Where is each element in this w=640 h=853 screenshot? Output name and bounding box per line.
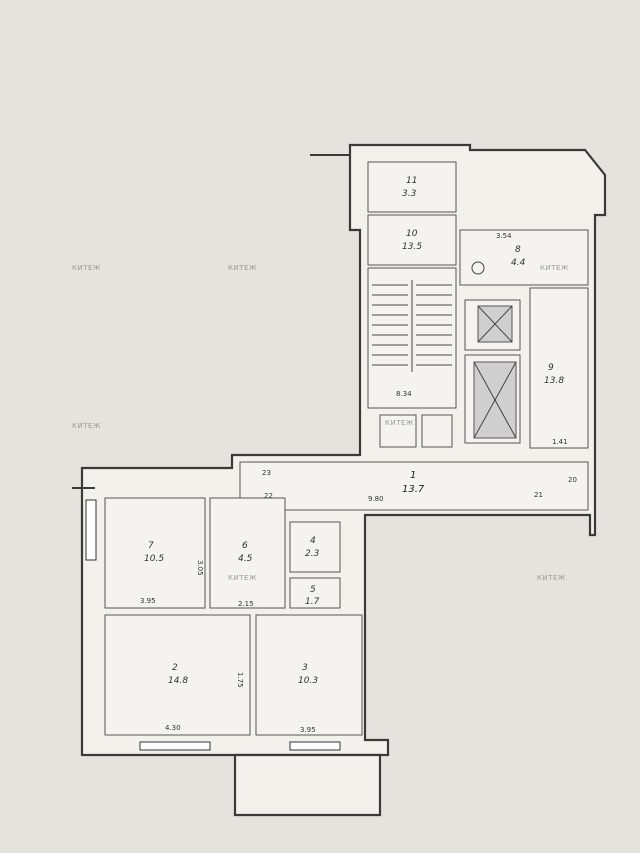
watermark: КИТЕЖ [385,419,414,427]
dim-label: 22 [264,492,273,500]
window [139,741,211,751]
room-2 [104,614,251,736]
watermark: КИТЕЖ [72,422,101,430]
watermark: КИТЕЖ [228,264,257,272]
room-2-area: 14.8 [168,676,188,686]
room-8 [459,229,589,286]
room-9-number: 9 [548,363,554,373]
utility-cell [421,414,453,448]
room-10-area: 13.5 [402,242,422,252]
room-7-area: 10.5 [144,554,164,564]
dim-label: 21 [534,491,543,499]
dim-label: 3.95 [140,597,156,605]
balcony-outline [233,753,382,817]
dim-label: 1.75 [236,672,244,688]
stair-treads [372,280,452,372]
room-11-area: 3.3 [402,189,417,199]
watermark: КИТЕЖ [537,574,566,582]
room-11 [367,161,457,213]
room-2-number: 2 [172,663,178,673]
window [289,741,341,751]
room-10-number: 10 [406,229,418,239]
north-block [367,161,589,449]
watermark: КИТЕЖ [228,574,257,582]
room-7 [104,497,206,609]
room-7-number: 7 [148,541,154,551]
room-6-area: 4.5 [238,554,253,564]
dim-label: 4.30 [165,724,181,732]
room-10 [367,214,457,266]
fixture-circle [471,261,485,275]
room-4 [289,521,341,573]
room-9-area: 13.8 [544,376,564,386]
room-4-area: 2.3 [305,549,320,559]
room-1-area: 13.7 [402,484,425,495]
corridor-room-1 [239,461,589,511]
dim-label: 23 [262,469,271,477]
room-3-number: 3 [302,663,308,673]
dim-label: 8.34 [396,390,412,398]
room-labels: 11 3.3 10 13.5 8 4.4 9 13.8 1 13.7 7 10.… [144,176,564,686]
room-5-area: 1.7 [305,597,320,607]
room-8-number: 8 [515,245,521,255]
room-3 [255,614,363,736]
elevator-cross [473,361,517,439]
room-4-number: 4 [310,536,316,546]
room-1-number: 1 [410,470,416,481]
watermark: КИТЕЖ [72,264,101,272]
dim-label: 3.05 [196,560,204,576]
dim-label: 3.54 [496,232,512,240]
dim-label: 2.15 [238,600,254,608]
room-5 [289,577,341,609]
room-6 [209,497,286,609]
watermarks: КИТЕЖ КИТЕЖ КИТЕЖ КИТЕЖ КИТЕЖ КИТЕЖ КИТЕ… [72,264,569,582]
elevator-cross [477,305,513,343]
utility-cell [379,414,417,448]
dim-label: 1.41 [552,438,568,446]
room-6-number: 6 [242,541,248,551]
window [85,499,97,561]
room-8-area: 4.4 [511,258,526,268]
dim-label: 20 [568,476,577,484]
dim-label: 9.80 [368,495,384,503]
watermark: КИТЕЖ [540,264,569,272]
room-9 [529,287,589,449]
room-11-number: 11 [406,176,417,186]
room-5-number: 5 [310,585,316,595]
dim-label: 3.95 [300,726,316,734]
room-3-area: 10.3 [298,676,318,686]
dimension-labels: 3.95 2.15 4.30 3.95 8.34 3.54 1.41 9.80 … [140,232,577,734]
apartment [85,497,363,751]
